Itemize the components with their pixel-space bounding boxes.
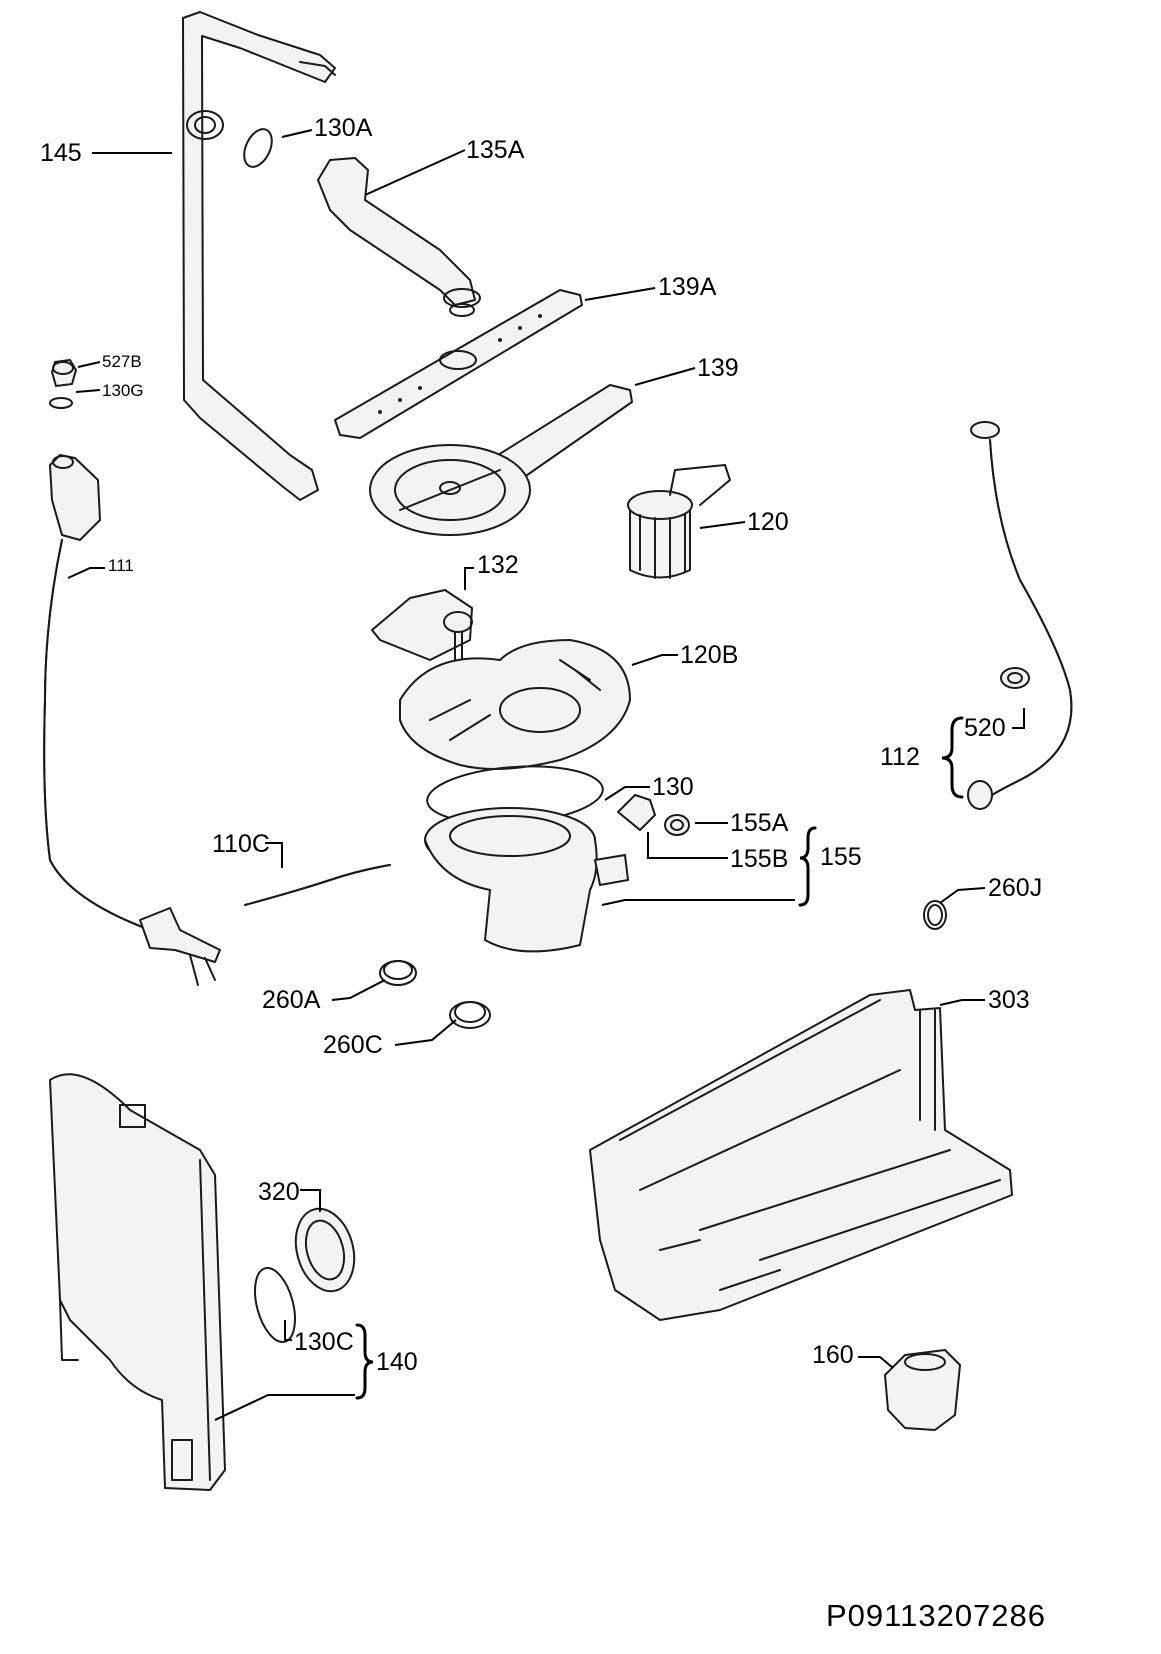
- part-260A-clamp: [379, 960, 417, 986]
- label-520: 520: [964, 714, 1006, 742]
- part-112-drain-hose: [967, 421, 1073, 810]
- part-520-connector: [1000, 667, 1030, 689]
- label-140: 140: [376, 1348, 418, 1376]
- part-160-pump: [884, 1349, 961, 1431]
- label-260A: 260A: [262, 986, 321, 1014]
- part-139-lower-spray-arm: [369, 384, 633, 536]
- label-130A: 130A: [314, 114, 373, 142]
- label-260C: 260C: [323, 1031, 383, 1059]
- label-155B: 155B: [730, 845, 789, 873]
- part-155A-seal: [664, 814, 690, 836]
- label-130G: 130G: [102, 381, 144, 400]
- part-260C-clamp: [449, 1001, 491, 1029]
- label-303: 303: [988, 986, 1030, 1014]
- brace-155: [798, 826, 817, 907]
- label-120B: 120B: [680, 641, 739, 669]
- label-260J: 260J: [988, 874, 1043, 902]
- part-110C-hose: [244, 864, 391, 906]
- part-130A-oring: [243, 128, 273, 168]
- part-139A-spray-arm: [334, 289, 583, 439]
- label-139: 139: [697, 354, 739, 382]
- part-303-base: [589, 989, 1013, 1321]
- label-155A: 155A: [730, 809, 789, 837]
- label-112: 112: [880, 743, 920, 771]
- part-527B-plug: [51, 359, 77, 387]
- label-160: 160: [812, 1341, 854, 1369]
- label-111: 111: [108, 556, 134, 575]
- part-260J-clamp: [923, 900, 947, 930]
- part-140-side-panel: [49, 1073, 226, 1491]
- part-130C-ring: [254, 1267, 296, 1343]
- part-135A-connector: [317, 157, 481, 317]
- label-145: 145: [40, 139, 82, 167]
- label-110C: 110C: [212, 830, 270, 858]
- part-111-inlet-hose: [43, 454, 221, 986]
- part-120B-micro-filter: [399, 639, 631, 770]
- brace-140: [355, 1323, 374, 1400]
- part-130G-washer: [49, 397, 73, 409]
- part-132-sensor: [371, 589, 473, 661]
- label-527B: 527B: [102, 352, 142, 371]
- part-145-supply-pipe: [182, 11, 336, 501]
- label-139A: 139A: [658, 273, 717, 301]
- label-120: 120: [747, 508, 789, 536]
- label-130C: 130C: [294, 1328, 354, 1356]
- label-130: 130: [652, 773, 694, 801]
- part-155-sump: [424, 807, 629, 953]
- label-320: 320: [258, 1178, 300, 1206]
- drawing-code: P09113207286: [826, 1598, 1047, 1633]
- part-120-filter: [627, 464, 731, 579]
- leader-lines: [67, 129, 1025, 1421]
- part-155B-cover: [617, 794, 656, 831]
- part-320-seal: [294, 1207, 356, 1293]
- label-132: 132: [477, 551, 519, 579]
- label-135A: 135A: [466, 136, 525, 164]
- brace-112: [941, 716, 964, 799]
- label-155: 155: [820, 843, 862, 871]
